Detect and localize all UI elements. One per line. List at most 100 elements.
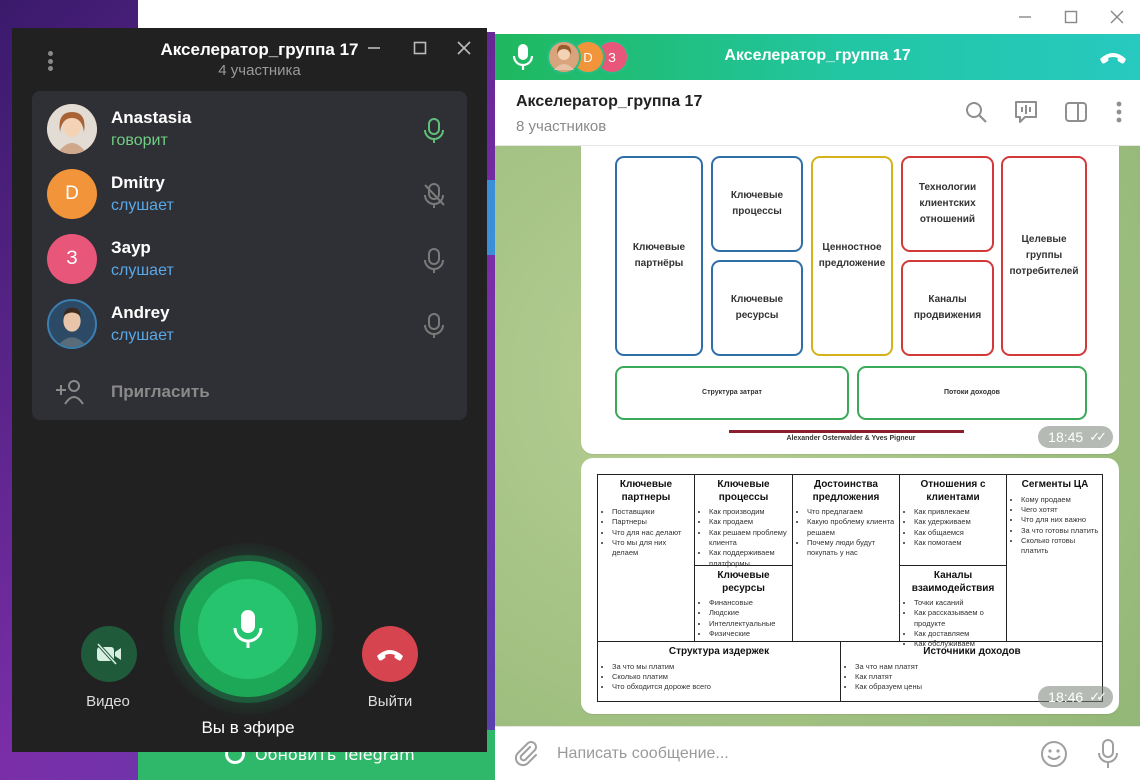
avatar: З xyxy=(47,234,97,284)
mute-toggle[interactable] xyxy=(162,543,334,715)
photo-message[interactable]: Ключевые партнёры Ключевые процессы Ключ… xyxy=(581,146,1119,454)
minimize-icon xyxy=(1019,16,1031,18)
telegram-main-window: D З Акселератор_группа 17 Акселератор_гр… xyxy=(495,0,1140,780)
list-item: Партнеры xyxy=(612,517,694,527)
list-item: Какую проблему клиента решаем xyxy=(807,517,899,538)
list-item: Чего хотят xyxy=(1021,505,1103,515)
call-avatars: D З xyxy=(547,40,637,74)
search-button[interactable] xyxy=(962,98,990,126)
list-item: Что для нас делают xyxy=(612,528,694,538)
emoji-icon[interactable] xyxy=(1040,740,1068,768)
list-item: Интеллектуальные xyxy=(709,619,792,629)
table-cell-resources: Ключевые ресурсы Финансовые Людские Инте… xyxy=(695,566,793,642)
photo-message[interactable]: Ключевые партнеры Поставщики Партнеры Чт… xyxy=(581,458,1119,714)
read-checkmarks-icon: ✓✓ xyxy=(1089,689,1107,704)
participant-row[interactable]: З Заур слушает xyxy=(32,226,467,291)
canvas-box-revenue: Потоки доходов xyxy=(857,366,1087,420)
table-cell-list: За что нам платят Как платят Как образуе… xyxy=(855,662,1103,693)
canvas-box-costs: Структура затрат xyxy=(615,366,849,420)
header-actions xyxy=(962,98,1126,126)
list-item: Точки касаний xyxy=(914,598,1006,608)
video-chat-button[interactable] xyxy=(1012,98,1040,126)
list-item: Как производим xyxy=(709,507,792,517)
avatar xyxy=(47,299,97,349)
mute-toggle-button[interactable] xyxy=(198,579,298,679)
participant-name: Andrey xyxy=(111,303,170,322)
table-cell-title: Каналы взаимодействия xyxy=(911,570,995,594)
table-cell-channels: Каналы взаимодействия Точки касаний Как … xyxy=(900,566,1007,648)
list-item: Как обслуживаем xyxy=(914,639,1006,649)
list-item: Как помогаем xyxy=(914,538,1006,548)
participant-row[interactable]: Anastasia говорит xyxy=(32,96,467,161)
invite-button[interactable]: Пригласить xyxy=(32,373,467,413)
sidebar-toggle-icon xyxy=(1065,102,1087,122)
table-cell-list: Финансовые Людские Интеллектуальные Физи… xyxy=(709,598,792,639)
list-item: Как рассказываем о продукте xyxy=(914,608,1006,629)
participant-row[interactable]: D Dmitry слушает xyxy=(32,161,467,226)
sidebar-toggle-button[interactable] xyxy=(1062,98,1090,126)
table-cell-revenue: Источники доходов За что нам платят Как … xyxy=(841,642,1103,701)
paperclip-icon[interactable] xyxy=(513,741,539,767)
participant-row[interactable]: Andrey слушает xyxy=(32,291,467,356)
microphone-icon[interactable] xyxy=(511,43,535,71)
voice-chat-maximize-button[interactable] xyxy=(405,34,435,62)
message-input[interactable] xyxy=(557,741,1017,767)
microphone-icon[interactable] xyxy=(423,248,445,274)
list-item: Как образуем цены xyxy=(855,682,1103,692)
message-time-text: 18:46 xyxy=(1048,689,1084,705)
minimize-button[interactable] xyxy=(1002,0,1048,34)
voice-chat-close-button[interactable] xyxy=(449,34,479,62)
canvas-box-processes: Ключевые процессы xyxy=(711,156,803,252)
more-vertical-icon xyxy=(47,51,53,56)
table-cell-partners: Ключевые партнеры Поставщики Партнеры Чт… xyxy=(598,475,695,642)
phone-hangup-icon[interactable] xyxy=(1098,46,1128,68)
desktop-window-fragment xyxy=(487,180,495,255)
list-item: Финансовые xyxy=(709,598,792,608)
list-item: Как платят xyxy=(855,672,1103,682)
list-item: Сколько платим xyxy=(612,672,840,682)
maximize-button[interactable] xyxy=(1048,0,1094,34)
chat-title[interactable]: Акселератор_группа 17 xyxy=(516,93,703,110)
list-item: Сколько готовы платить xyxy=(1021,536,1103,557)
avatar xyxy=(47,104,97,154)
table-cell-list: Кому продаем Чего хотят Что для них важн… xyxy=(1021,495,1103,557)
avatar: D xyxy=(47,169,97,219)
read-checkmarks-icon: ✓✓ xyxy=(1089,429,1107,444)
participant-name: Anastasia xyxy=(111,108,192,127)
business-model-table-image: Ключевые партнеры Поставщики Партнеры Чт… xyxy=(597,474,1103,702)
more-button[interactable] xyxy=(1112,98,1126,126)
microphone-icon[interactable] xyxy=(423,118,445,144)
list-item: За что нам платят xyxy=(855,662,1103,672)
chat-messages[interactable]: Ключевые партнёры Ключевые процессы Ключ… xyxy=(495,146,1140,726)
voice-chat-participant-count: 4 участника xyxy=(218,62,301,79)
list-item: Физические xyxy=(709,629,792,639)
canvas-author: Alexander Osterwalder & Yves Pigneur xyxy=(786,435,916,442)
voice-chat-menu-button[interactable] xyxy=(42,48,58,74)
on-air-label: Вы в эфире xyxy=(201,718,295,737)
minimize-icon xyxy=(368,47,380,49)
close-button[interactable] xyxy=(1094,0,1140,34)
list-item: За что мы платим xyxy=(612,662,840,672)
table-cell-list: Как производим Как продаем Как решаем пр… xyxy=(709,507,792,569)
call-bar-title[interactable]: Акселератор_группа 17 xyxy=(724,47,911,64)
leave-button[interactable] xyxy=(362,626,418,682)
microphone-icon[interactable] xyxy=(423,313,445,339)
voice-chat-minimize-button[interactable] xyxy=(359,34,389,62)
microphone-icon[interactable] xyxy=(1096,739,1120,769)
table-cell-title: Структура издержек xyxy=(668,646,770,657)
video-button[interactable] xyxy=(81,626,137,682)
participant-name: Заур xyxy=(111,238,151,257)
canvas-box-partners: Ключевые партнёры xyxy=(615,156,703,356)
list-item: Как продаем xyxy=(709,517,792,527)
message-time-text: 18:45 xyxy=(1048,429,1084,445)
table-cell-title: Сегменты ЦА xyxy=(1021,479,1089,490)
list-item: За что готовы платить xyxy=(1021,526,1103,536)
business-model-canvas-image: Ключевые партнёры Ключевые процессы Ключ… xyxy=(611,152,1091,448)
list-item: Что обходится дороже всего xyxy=(612,682,840,692)
table-cell-relations: Отношения с клиентами Как привлекаем Как… xyxy=(900,475,1007,566)
active-call-bar[interactable]: D З Акселератор_группа 17 xyxy=(495,34,1140,80)
video-label: Видео xyxy=(86,693,130,710)
participants-list: Anastasia говорит D Dmitry слушает З Зау… xyxy=(32,91,467,420)
close-icon xyxy=(1110,10,1124,24)
microphone-off-icon[interactable] xyxy=(423,183,445,209)
